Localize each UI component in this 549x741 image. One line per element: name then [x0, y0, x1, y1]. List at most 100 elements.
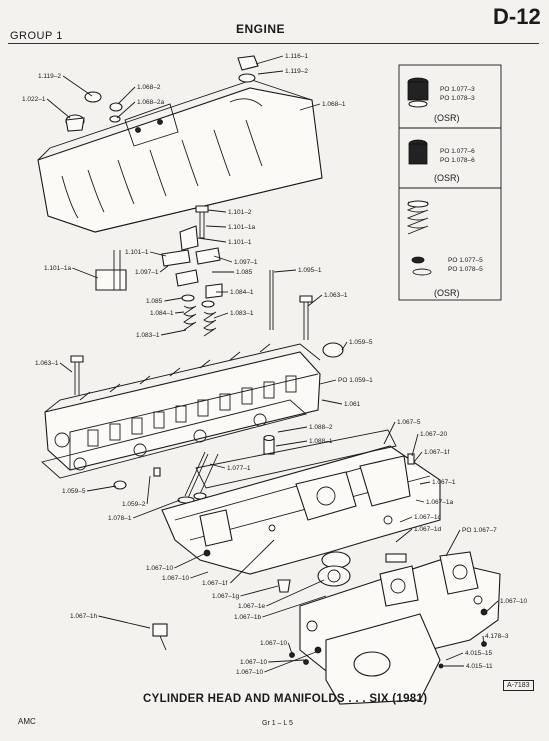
callout-leader: [146, 475, 151, 505]
callout-leader: [415, 499, 425, 503]
part-callout: 1.067–10: [500, 598, 527, 605]
callout-leader: [411, 433, 419, 457]
part-callout: 1.085: [146, 298, 163, 305]
intake-manifold: [161, 445, 441, 575]
osr-box-2-tag: (OSR): [434, 173, 460, 183]
callout-leader: [268, 659, 305, 663]
osr-box-1-line-2: PO 1.078–3: [440, 95, 475, 102]
section-title: ENGINE: [236, 22, 286, 36]
part-callout: 4.015–15: [465, 650, 492, 657]
callout-leader: [445, 529, 461, 557]
callout-leader: [299, 103, 321, 111]
osr-box-3-tag: (OSR): [434, 288, 460, 298]
osr-box-3-line-2: PO 1.078–5: [448, 266, 483, 273]
part-callout: 1.061: [344, 401, 361, 408]
callout-leader: [62, 75, 93, 97]
cylinder-head: [44, 343, 321, 471]
part-callout: 1.067–1h: [70, 613, 97, 620]
osr-box-3-line-1: PO 1.077–5: [448, 257, 483, 264]
callout-leader: [264, 651, 317, 673]
osr-box-1-line-1: PO 1.077–3: [440, 86, 475, 93]
osr-inset: [398, 64, 502, 301]
callout-leader: [190, 571, 209, 579]
part-callout: PO 1.059–1: [338, 377, 373, 384]
expansion-plug: [322, 342, 344, 358]
callout-leader: [287, 642, 293, 655]
callout-leader: [116, 101, 136, 119]
osr-box-2: PO 1.077–6 PO 1.078–6 (OSR): [434, 148, 475, 183]
part-callout: 1.101–1a: [44, 265, 71, 272]
figure-caption: CYLINDER HEAD AND MANIFOLDS . . . SIX (1…: [143, 693, 428, 705]
callout-leader: [275, 440, 308, 447]
callout-leader: [399, 516, 413, 523]
part-callout: 1.088–1: [309, 438, 333, 445]
part-callout: 1.067–1f: [202, 580, 227, 587]
part-callout: 1.067–1a: [426, 499, 453, 506]
callout-leader: [98, 615, 151, 629]
osr-box-1: PO 1.077–3 PO 1.078–3 (OSR): [434, 86, 475, 123]
part-callout: 1.101–1a: [228, 224, 255, 231]
part-callout: 1.083–1: [230, 310, 254, 317]
header-rule: [8, 43, 539, 44]
footer-brand: AMC: [18, 717, 36, 726]
group-label: GROUP 1: [10, 30, 63, 42]
part-callout: 1.059–2: [122, 501, 146, 508]
cover-fittings: [65, 55, 259, 132]
part-callout: 1.068–2: [137, 84, 161, 91]
part-callout: 1.088–2: [309, 424, 333, 431]
part-callout: 1.101–2: [228, 209, 252, 216]
callout-leader: [257, 70, 284, 75]
part-callout: 1.097–1: [234, 259, 258, 266]
callout-leader: [72, 267, 99, 279]
callout-leader: [59, 362, 73, 373]
part-callout: 1.067–20: [420, 431, 447, 438]
callout-leader: [307, 294, 323, 307]
part-callout: 1.068–2a: [137, 99, 164, 106]
callout-leader: [213, 255, 233, 263]
head-bolt: [303, 302, 309, 340]
footer-page-ref: Gr 1 – L 5: [262, 720, 293, 727]
part-callout: 1.116–1: [285, 53, 308, 60]
part-callout: 1.067–10: [236, 669, 263, 676]
callout-leader: [207, 209, 227, 213]
callout-leader: [164, 297, 183, 302]
part-callout: PO 1.067–7: [462, 527, 497, 534]
callout-leader: [174, 553, 205, 569]
part-callout: 1.067–5: [397, 419, 421, 426]
osr-box-2-line-1: PO 1.077–6: [440, 148, 475, 155]
part-callout: 1.119–2: [285, 68, 308, 75]
callout-leader: [273, 269, 297, 273]
osr-box-1-tag: (OSR): [434, 113, 460, 123]
callout-leader: [209, 463, 226, 469]
part-callout: 1.067–1f: [424, 449, 449, 456]
part-callout: 1.067–1: [432, 479, 456, 486]
callout-leader: [255, 55, 284, 65]
part-callout: 1.101–1: [228, 239, 252, 246]
head-gasket: [41, 399, 307, 479]
part-callout: 1.067–10: [146, 565, 173, 572]
callout-leader: [395, 528, 413, 543]
part-callout: 1.067–1g: [212, 593, 239, 600]
part-callout: 1.077–1: [227, 465, 251, 472]
callout-leader: [213, 312, 229, 319]
callout-leader: [266, 579, 325, 607]
part-callout: 1.084–1: [230, 289, 254, 296]
part-callout: 1.119–2: [38, 73, 61, 80]
part-callout: 1.085: [236, 269, 253, 276]
part-callout: 1.067–10: [240, 659, 267, 666]
part-callout: 1.067–10: [162, 575, 189, 582]
part-callout: 1.063–1: [35, 360, 59, 367]
part-callout: 1.078–1: [108, 515, 132, 522]
callout-leader: [419, 481, 431, 485]
callout-leader: [445, 652, 464, 661]
callout-leader: [117, 86, 136, 105]
pushrod: [269, 270, 274, 330]
part-callout: 1.067–1b: [234, 614, 261, 621]
intake-gasket: [195, 429, 397, 489]
callout-leader: [413, 451, 423, 463]
callout-leader: [197, 237, 227, 243]
part-callout: 1.083–1: [136, 332, 160, 339]
osr-box-3: PO 1.077–5 PO 1.078–5 (OSR): [434, 257, 483, 298]
callout-leader: [321, 399, 343, 405]
